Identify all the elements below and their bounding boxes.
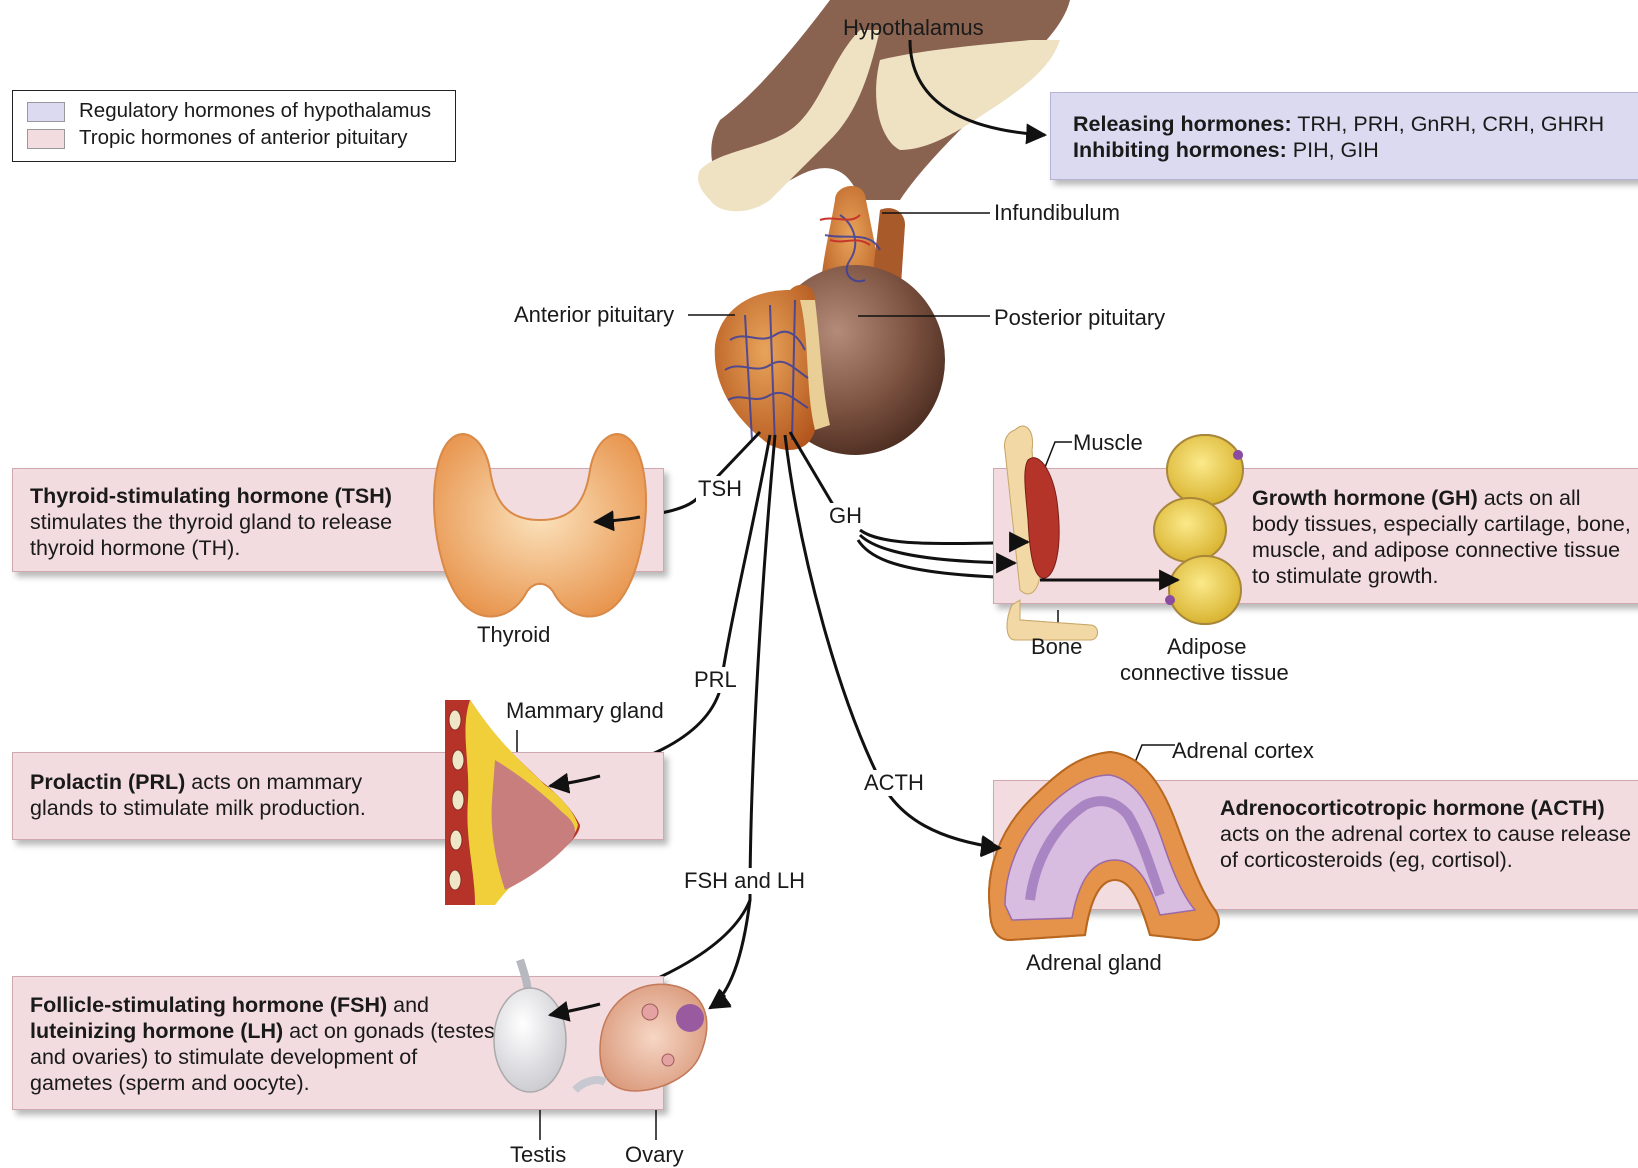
fsh-box-title: Follicle-stimulating hormone (FSH) — [30, 993, 387, 1017]
legend-label-hypothalamus: Regulatory hormones of hypothalamus — [79, 99, 431, 123]
acth-box-text: Adrenocorticotropic hormone (ACTH) acts … — [1220, 795, 1635, 873]
fsh-box-and: and — [387, 993, 429, 1017]
legend: Regulatory hormones of hypothalamus Trop… — [12, 90, 456, 162]
prl-box-title: Prolactin (PRL) — [30, 770, 185, 794]
tsh-box-title: Thyroid-stimulating hormone (TSH) — [30, 484, 392, 508]
label-ovary: Ovary — [625, 1142, 684, 1168]
label-muscle: Muscle — [1073, 430, 1143, 456]
inhibiting-hormones-list: PIH, GIH — [1287, 138, 1379, 162]
label-posterior-pituitary: Posterior pituitary — [994, 305, 1165, 331]
acth-box-title: Adrenocorticotropic hormone (ACTH) — [1220, 796, 1605, 820]
label-adrenal-gland: Adrenal gland — [1026, 950, 1162, 976]
tsh-box-text: Thyroid-stimulating hormone (TSH) stimul… — [30, 483, 420, 561]
inhibiting-hormones-label: Inhibiting hormones: — [1073, 138, 1287, 162]
legend-label-pituitary: Tropic hormones of anterior pituitary — [79, 126, 408, 150]
releasing-hormones-list: TRH, PRH, GnRH, CRH, GHRH — [1292, 112, 1605, 136]
label-hypothalamus: Hypothalamus — [843, 15, 984, 41]
prl-box-text: Prolactin (PRL) acts on mammary glands t… — [30, 769, 420, 821]
tsh-box-body: stimulates the thyroid gland to release … — [30, 510, 392, 560]
legend-swatch-pituitary — [27, 129, 65, 149]
acth-box-body: acts on the adrenal cortex to cause rele… — [1220, 822, 1631, 872]
lh-box-title: luteinizing hormone (LH) — [30, 1019, 283, 1043]
label-mammary-gland: Mammary gland — [506, 698, 664, 724]
label-testis: Testis — [510, 1142, 566, 1168]
releasing-hormones-label: Releasing hormones: — [1073, 112, 1292, 136]
gh-box-text: Growth hormone (GH) acts on all body tis… — [1252, 485, 1632, 589]
gh-box-title: Growth hormone (GH) — [1252, 486, 1478, 510]
label-bone: Bone — [1031, 634, 1082, 660]
legend-swatch-hypothalamus — [27, 102, 65, 122]
label-infundibulum: Infundibulum — [994, 200, 1120, 226]
label-anterior-pituitary: Anterior pituitary — [514, 302, 674, 328]
label-connective-tissue: connective tissue — [1120, 660, 1289, 686]
label-thyroid: Thyroid — [477, 622, 550, 648]
arrow-label-acth: ACTH — [862, 770, 926, 796]
fsh-lh-box-text: Follicle-stimulating hormone (FSH) and l… — [30, 992, 500, 1096]
label-adipose: Adipose — [1167, 634, 1247, 660]
arrow-label-prl: PRL — [692, 667, 739, 693]
arrow-label-fsh-lh: FSH and LH — [682, 868, 807, 894]
arrow-label-tsh: TSH — [696, 476, 744, 502]
arrow-label-gh: GH — [827, 503, 864, 529]
label-adrenal-cortex: Adrenal cortex — [1172, 738, 1314, 764]
hypothalamic-hormones-box: Releasing hormones: TRH, PRH, GnRH, CRH,… — [1050, 92, 1638, 180]
